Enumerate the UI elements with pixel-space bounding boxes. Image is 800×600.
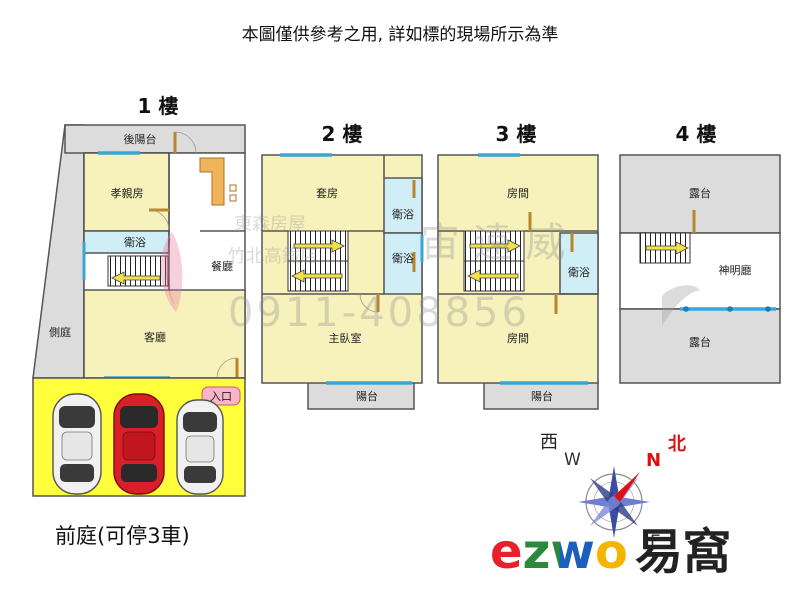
f4-terrace-top-area [619, 154, 781, 234]
floor-4-title: 4 樓 [675, 122, 717, 146]
floor-1-title: 1 樓 [137, 94, 179, 118]
floor-3-plan [437, 153, 599, 410]
f1-bathroom-label: 衛浴 [124, 236, 146, 249]
f3-room-1-label: 房間 [507, 187, 529, 200]
watermark-agent: 宙 遠 威 [420, 220, 566, 266]
f4-terrace-bottom-area [619, 308, 781, 384]
f2-balcony-area [307, 381, 415, 410]
f1-dining-label: 餐廳 [211, 260, 233, 273]
compass-rose [578, 466, 650, 538]
f2-bath-2-label: 衛浴 [392, 252, 414, 265]
watermark-swoosh [160, 232, 700, 326]
f3-bath-label: 衛浴 [568, 266, 590, 279]
f4-terrace-1-label: 露台 [689, 187, 711, 200]
living-room-area [83, 289, 246, 379]
f1-side-yard-label: 側庭 [49, 326, 71, 339]
f1-parents-room-label: 孝親房 [110, 187, 144, 200]
f3-room-2-label: 房間 [507, 332, 529, 345]
floor-4-plan [619, 154, 781, 384]
compass-east-en: E [650, 532, 661, 552]
ezwo-logo-latin: ezwo [490, 524, 628, 580]
car-white-right [176, 399, 224, 495]
floor-3-title: 3 樓 [495, 122, 537, 146]
compass-west-cn: 西 [540, 432, 558, 453]
f3-balcony-label: 陽台 [531, 390, 553, 403]
floor-2-title: 2 樓 [321, 122, 363, 146]
f1-entrance-label: 入口 [210, 390, 232, 403]
f4-terrace-2-label: 露台 [689, 336, 711, 349]
disclaimer: 本圖僅供參考之用, 詳如標的現場所示為準 [241, 25, 559, 45]
f4-shrine-label: 神明廳 [718, 264, 752, 277]
ezwo-logo-cn: 易窩 [634, 524, 731, 580]
ezwo-logo: ezwo 易窩 [490, 522, 731, 586]
watermark-company-line2: 竹北高鐵店 [228, 246, 318, 267]
car-red-center [113, 393, 165, 495]
side-yard-area [32, 124, 85, 379]
f1-stairs [107, 255, 169, 287]
f2-suite-label: 套房 [316, 187, 338, 200]
floor-2-plan [261, 153, 424, 410]
f1-back-balcony-label: 後陽台 [123, 133, 157, 146]
compass-north-cn: 北 [668, 434, 686, 455]
kitchen-counter [199, 157, 225, 206]
compass-north-en: N [646, 450, 662, 471]
front-yard-caption: 前庭(可停3車) [55, 524, 190, 548]
floor-1-plan [32, 124, 246, 380]
f1-living-label: 客廳 [144, 331, 166, 344]
f2-bath-1-label: 衛浴 [392, 208, 414, 221]
back-balcony-area [64, 124, 246, 154]
compass-west-en: W [564, 450, 581, 470]
car-white-left [52, 393, 102, 495]
f2-master-label: 主臥室 [328, 332, 362, 345]
entrance-tag-bg [201, 386, 241, 406]
f3-bath-area [559, 232, 599, 295]
f2-bath-2-area [383, 232, 423, 295]
watermark-phone: 0911-408856 [228, 290, 530, 336]
f3-balcony-area [483, 381, 599, 410]
watermark-company-line1: 東森房屋 [234, 214, 306, 235]
f2-balcony-label: 陽台 [356, 390, 378, 403]
